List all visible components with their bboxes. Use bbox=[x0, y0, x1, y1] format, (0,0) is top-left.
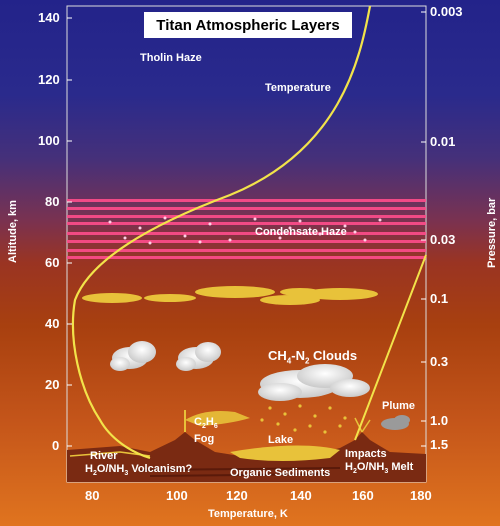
x-tick: 140 bbox=[290, 488, 312, 503]
x-tick: 80 bbox=[85, 488, 100, 503]
river-label: River bbox=[90, 450, 118, 462]
organic-sediments-label: Organic Sediments bbox=[230, 467, 331, 479]
y-left-tick: 100 bbox=[38, 133, 60, 148]
y-right-tick: 0.01 bbox=[430, 134, 456, 149]
y-left-tick: 0 bbox=[52, 438, 60, 453]
plume-label: Plume bbox=[382, 400, 416, 412]
y-left-tick: 60 bbox=[45, 255, 60, 270]
x-axis-label: Temperature, K bbox=[208, 508, 288, 520]
y-right-tick: 1.5 bbox=[430, 437, 449, 452]
sediment-layers bbox=[139, 467, 341, 477]
clouds-label: CH4-N2 Clouds bbox=[268, 348, 358, 366]
volcanism-label: H2O/NH3 Volcanism? bbox=[85, 463, 193, 478]
y-right-tick: 0.1 bbox=[430, 291, 449, 306]
y-right-axis-label: Pressure, bar bbox=[486, 197, 498, 268]
x-tick: 100 bbox=[166, 488, 188, 503]
condensate-haze-bands bbox=[67, 199, 426, 259]
y-right-tick: 0.03 bbox=[430, 232, 456, 247]
x-tick: 160 bbox=[352, 488, 374, 503]
impact-vent bbox=[354, 417, 371, 433]
methane-clouds bbox=[110, 341, 370, 401]
y-left-tick: 40 bbox=[45, 316, 60, 331]
y-left-tick: 120 bbox=[38, 72, 60, 87]
temperature-label: Temperature bbox=[265, 82, 331, 94]
x-tick: 120 bbox=[226, 488, 248, 503]
y-right-tick: 0.003 bbox=[430, 4, 463, 19]
impacts-label: Impacts bbox=[345, 448, 387, 460]
temperature-curve-surface bbox=[354, 254, 427, 441]
ethane-fog bbox=[185, 411, 250, 426]
y-left-axis-label: Altitude, km bbox=[7, 200, 19, 263]
condensate-haze-label: Condensate Haze bbox=[255, 226, 347, 238]
haze-particles bbox=[108, 216, 382, 245]
lake bbox=[230, 445, 340, 461]
methane-rain bbox=[260, 404, 347, 434]
x-tick: 180 bbox=[410, 488, 432, 503]
temperature-curve bbox=[71, 5, 372, 460]
y-left-tick: 20 bbox=[45, 377, 60, 392]
lake-label: Lake bbox=[268, 434, 294, 446]
plume-cloud bbox=[381, 415, 410, 430]
y-left-tick: 80 bbox=[45, 194, 60, 209]
melt-label: H2O/NH3 Melt bbox=[345, 461, 414, 476]
y-right-tick: 0.3 bbox=[430, 354, 449, 369]
tick-marks bbox=[67, 11, 426, 447]
diagram-title: Titan Atmospheric Layers bbox=[144, 12, 352, 38]
y-left-tick: 140 bbox=[38, 10, 60, 25]
y-right-tick: 1.0 bbox=[430, 413, 449, 428]
yellow-cloud-band bbox=[82, 286, 378, 305]
tholin-haze-label: Tholin Haze bbox=[140, 52, 202, 64]
